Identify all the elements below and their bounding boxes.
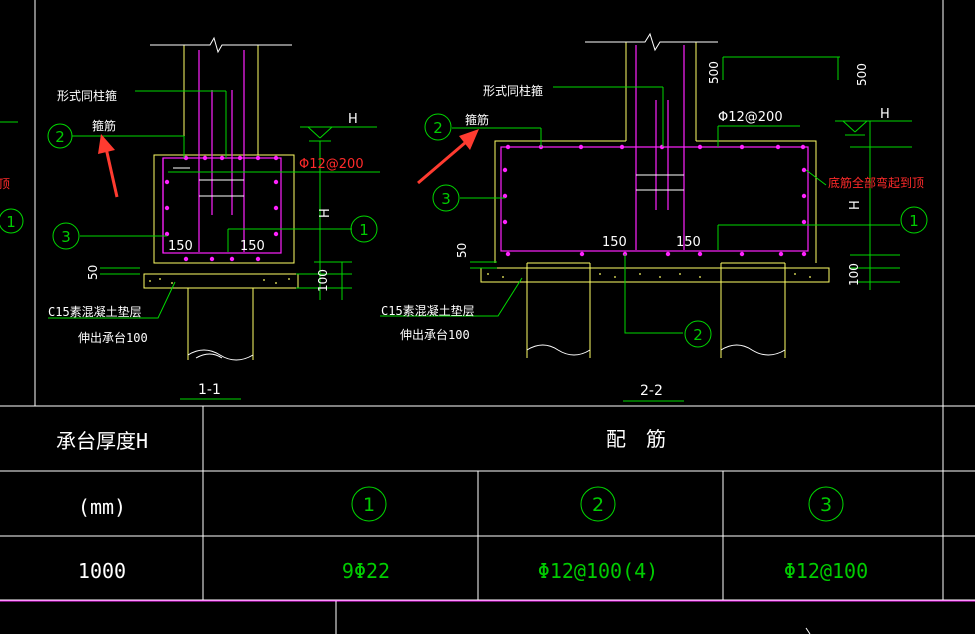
callout-2: 2 (55, 128, 65, 146)
red-arrow-icon (417, 129, 479, 185)
rebar-table: 承台厚度H 配 筋 (mm) 1 2 3 1000 9Φ22 Φ12@100(4… (56, 427, 868, 583)
label-form: 形式同柱箍 (483, 83, 543, 98)
callout-circles (424, 113, 928, 348)
section-title-1-1: 1-1 (198, 382, 221, 398)
datum-H: H (348, 112, 358, 127)
rebar-spec-red: Φ12@200 (299, 157, 364, 172)
cushion-line-1: C15素混凝土垫层 (381, 303, 475, 318)
section-title-2-2: 2-2 (640, 383, 663, 399)
col-1-number: 1 (363, 494, 375, 516)
cap-rebars (500, 45, 809, 252)
left-callout-1: 1 (6, 213, 16, 231)
inner-ties (173, 167, 244, 197)
section-1-1: 2 3 1 形式同柱箍 箍筋 Φ12@200 150 150 H H 50 10… (47, 36, 380, 400)
label-stirrup: 箍筋 (465, 112, 489, 127)
dim-150-a: 150 (602, 235, 627, 250)
callout-1: 1 (359, 221, 369, 239)
left-edge-fragments: 1 顶 (0, 121, 24, 234)
column-outline (143, 36, 299, 360)
callout-3: 3 (441, 190, 451, 208)
dim-150-a: 150 (168, 239, 193, 254)
dim-50: 50 (455, 243, 469, 258)
callout-1: 1 (909, 212, 919, 230)
rebar-dots (164, 155, 279, 262)
bottom-edge-lines (0, 600, 975, 634)
dim-50: 50 (86, 265, 100, 280)
callout-2: 2 (433, 119, 443, 137)
column-number-circles (351, 486, 844, 522)
dim-150-b: 150 (676, 235, 701, 250)
drawing-frame (0, 0, 975, 601)
red-note: 底筋全部弯起到顶 (828, 175, 924, 190)
dim-H: H (848, 200, 863, 210)
col-3-number: 3 (820, 494, 832, 516)
col-2-number: 2 (592, 494, 604, 516)
cushion-hatch (149, 278, 290, 284)
rebar-1-value: 9Φ22 (342, 559, 390, 583)
column-outline (480, 32, 830, 358)
column-rebars (162, 50, 282, 254)
inner-ties (636, 174, 684, 191)
header-thickness: 承台厚度H (56, 429, 148, 453)
leaders (380, 56, 912, 402)
label-form: 形式同柱箍 (57, 88, 117, 103)
callout-circles (47, 123, 378, 250)
datum-H: H (880, 107, 890, 122)
dim-100: 100 (316, 269, 330, 292)
header-rebar: 配 筋 (606, 427, 666, 451)
dim-100: 100 (847, 263, 861, 286)
dim-500-a: 500 (707, 61, 721, 84)
thickness-value: 1000 (78, 559, 126, 583)
rebar-dots (502, 144, 807, 257)
rebar-3-value: Φ12@100 (784, 559, 868, 583)
rebar-spec: Φ12@200 (718, 110, 783, 125)
dim-H: H (318, 208, 333, 218)
cushion-hatch (487, 273, 811, 278)
label-stirrup: 箍筋 (92, 118, 116, 133)
callout-3: 3 (61, 228, 71, 246)
cushion-line-1: C15素混凝土垫层 (48, 304, 142, 319)
dim-500-b: 500 (855, 63, 869, 86)
dim-150-b: 150 (240, 239, 265, 254)
section-2-2: 2 3 1 2 形式同柱箍 箍筋 Φ12@200 底筋全部弯起到顶 150 15… (380, 32, 928, 402)
leaders (48, 90, 380, 400)
cushion-line-2: 伸出承台100 (78, 330, 148, 345)
rebar-2-value: Φ12@100(4) (538, 559, 658, 583)
red-arrow-icon (98, 134, 119, 198)
left-red-fragment: 顶 (0, 177, 10, 191)
unit-mm: (mm) (78, 495, 126, 519)
cushion-line-2: 伸出承台100 (400, 327, 470, 342)
callout-2-bottom: 2 (693, 326, 703, 344)
